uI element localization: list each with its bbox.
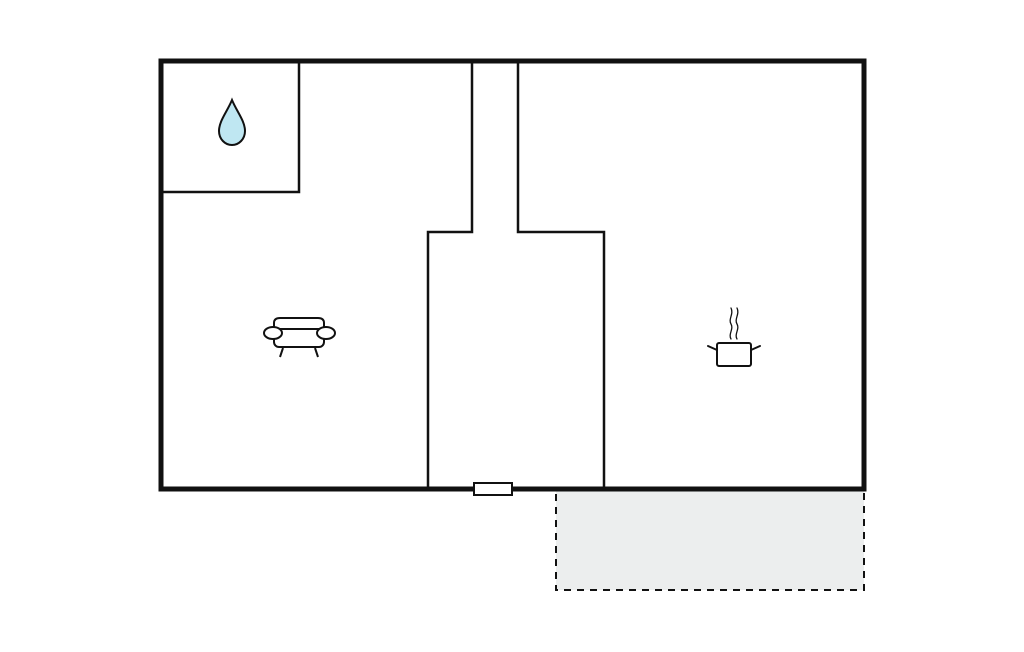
bathroom-wall xyxy=(161,61,301,194)
cooking-pot-icon xyxy=(707,307,761,367)
water-drop-icon xyxy=(217,97,247,147)
hallway-wall xyxy=(426,61,474,489)
terrace xyxy=(555,488,865,591)
outer-wall xyxy=(158,58,867,492)
sofa-icon xyxy=(263,317,336,358)
entrance-door xyxy=(473,482,513,496)
hallway-wall-right xyxy=(516,61,606,489)
